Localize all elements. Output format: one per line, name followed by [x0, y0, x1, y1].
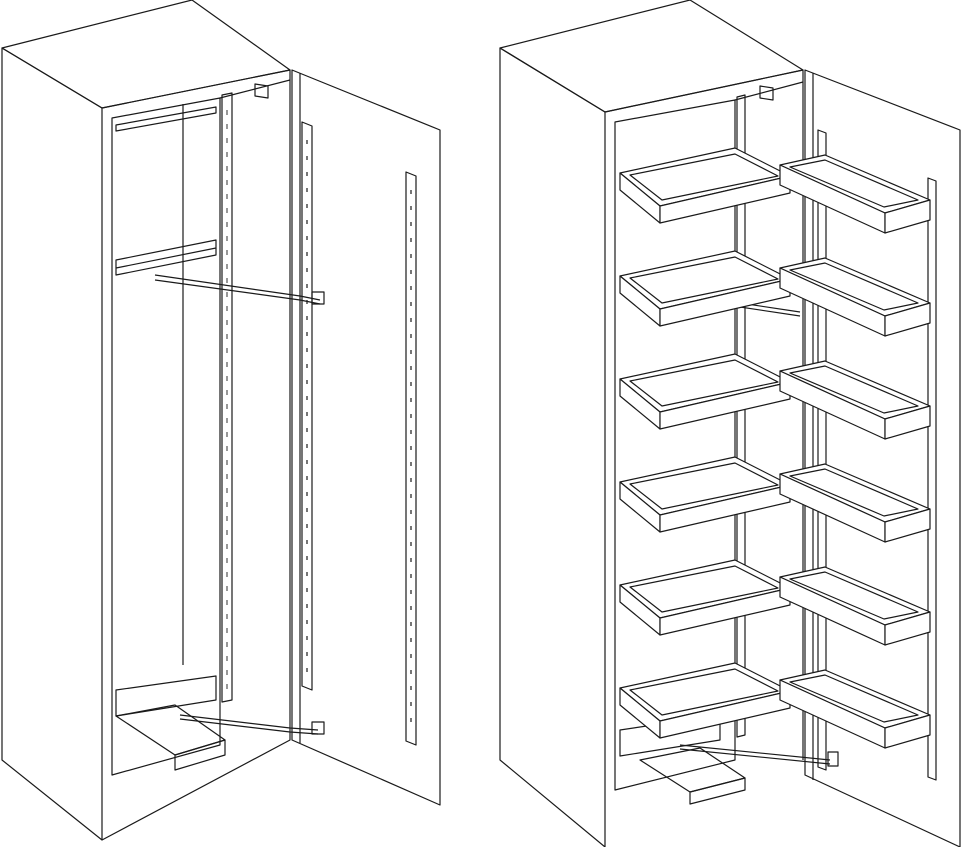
door-basket — [779, 566, 931, 646]
left-upper-linkage-bar — [154, 274, 321, 301]
door-basket-inner — [789, 571, 919, 620]
cabinet-basket — [619, 456, 791, 533]
door-basket-side — [884, 508, 931, 543]
door-basket-side — [884, 302, 931, 337]
right-cabinet-opening — [614, 99, 736, 791]
cabinet-basket — [619, 147, 791, 224]
door-basket-side — [884, 611, 931, 646]
cabinet-basket-front — [659, 484, 791, 533]
door-basket-inner — [789, 674, 919, 723]
right-cabinet-top-panel — [499, 0, 804, 113]
cabinet-basket-inner — [629, 153, 779, 201]
cabinet-basket — [619, 662, 791, 739]
cabinet-basket-inner — [629, 668, 779, 716]
left-pullout-base — [115, 675, 217, 717]
left-cabinet-front-frame — [101, 69, 291, 841]
door-basket-side — [884, 199, 931, 234]
right-cabinet — [499, 0, 961, 847]
left-cabinet-opening — [111, 97, 221, 776]
right-vertical-rail — [736, 94, 746, 738]
left-lower-linkage-bar — [179, 714, 319, 731]
door-basket — [779, 360, 931, 440]
cabinet-basket-front — [659, 278, 791, 327]
right-cabinet-side-panel — [499, 47, 606, 847]
cabinet-basket-inner — [629, 256, 779, 304]
left-door-rail-2 — [405, 171, 417, 746]
right-lower-linkage-bar — [679, 744, 831, 761]
cabinet-basket-inner — [629, 359, 779, 407]
right-cabinet-door — [804, 69, 961, 847]
cabinet-basket-front — [659, 587, 791, 636]
door-basket — [779, 463, 931, 543]
cabinet-basket-inner — [629, 565, 779, 613]
right-door-rail-1 — [817, 129, 827, 771]
left-cabinet — [1, 0, 441, 841]
left-middle-rail — [115, 239, 217, 276]
door-basket — [779, 257, 931, 337]
right-cabinet-front-frame — [604, 69, 804, 760]
cabinet-basket — [619, 353, 791, 430]
left-cabinet-side-panel — [1, 47, 103, 841]
door-basket-side — [884, 405, 931, 440]
cabinet-basket-front — [659, 175, 791, 224]
door-basket-inner — [789, 468, 919, 517]
cabinet-basket-inner — [629, 462, 779, 510]
left-vertical-rail — [221, 92, 233, 703]
door-basket-inner — [789, 159, 919, 208]
cabinet-basket-front — [659, 381, 791, 430]
door-basket — [779, 669, 931, 749]
left-cabinet-door — [291, 69, 441, 806]
cabinet-basket — [619, 250, 791, 327]
left-door-rail-1 — [301, 121, 313, 691]
door-basket-side — [884, 714, 931, 749]
door-basket-inner — [789, 365, 919, 414]
cabinet-basket-front — [659, 690, 791, 739]
door-basket-inner — [789, 262, 919, 311]
door-basket-group — [779, 154, 931, 749]
right-door-rail-2 — [927, 177, 937, 781]
cabinet-basket — [619, 559, 791, 636]
left-cabinet-top-panel — [1, 0, 291, 109]
door-basket — [779, 154, 931, 234]
cabinet-basket-group — [619, 147, 791, 739]
